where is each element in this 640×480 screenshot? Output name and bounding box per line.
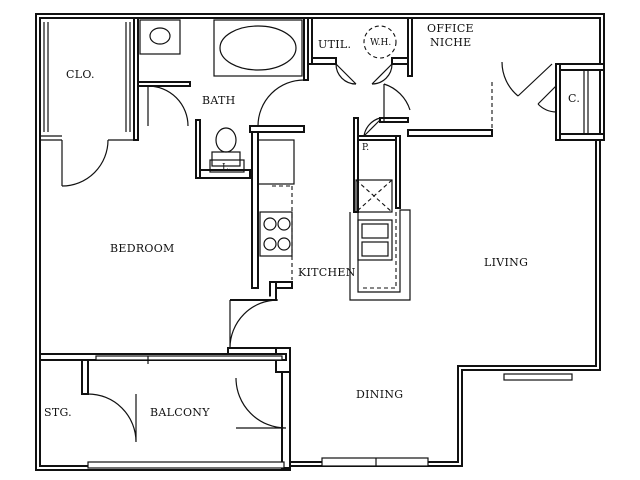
bedroom-label: BEDROOM: [110, 242, 175, 255]
bath-label: BATH: [202, 94, 236, 107]
pantry-label: P.: [362, 143, 369, 153]
office-niche-label-line1: OFFICE: [427, 22, 474, 35]
water-heater-label: W.H.: [370, 38, 391, 48]
dashed-boundaries: [272, 82, 493, 280]
linen-label: L.: [222, 163, 231, 173]
fixtures: [139, 19, 411, 301]
living-label: LIVING: [484, 256, 528, 269]
windows: [87, 355, 573, 469]
balcony-label: BALCONY: [150, 406, 210, 419]
kitchen-label: KITCHEN: [298, 266, 356, 279]
closet-label: CLO.: [66, 68, 95, 81]
coat-closet-label: C.: [568, 92, 580, 105]
dining-label: DINING: [356, 388, 403, 401]
office-niche-label-line2: NICHE: [430, 36, 472, 49]
utility-label: UTIL.: [318, 38, 351, 51]
storage-label: STG.: [44, 406, 72, 419]
room-labels: CLO. BATH UTIL. W.H. OFFICE NICHE C. P. …: [44, 22, 580, 419]
doors: [61, 61, 557, 443]
